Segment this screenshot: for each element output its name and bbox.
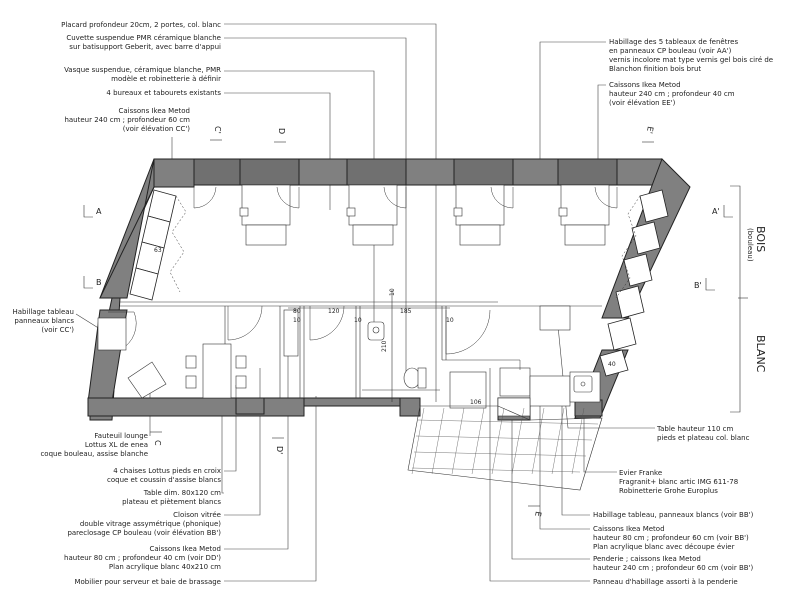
dim-80: 80 xyxy=(293,308,301,315)
dim-10a: 10 xyxy=(293,317,301,324)
annotations-left: Placard profondeur 20cm, 2 portes, col. … xyxy=(12,21,221,586)
label-panneau: Panneau d'habillage assorti à la penderi… xyxy=(593,578,738,586)
right-cabinets xyxy=(599,189,669,377)
zone-bois: BOIS xyxy=(754,226,767,252)
kitchen-area xyxy=(449,305,601,417)
dim-120: 120 xyxy=(328,308,340,315)
window-5 xyxy=(557,158,618,186)
lounge-armchair xyxy=(127,361,167,399)
section-a-prime: A' xyxy=(712,207,720,216)
label-vasque: Vasque suspendue, céramique blanche, PMR… xyxy=(64,66,221,83)
section-e-top: E' xyxy=(645,126,655,135)
partitions xyxy=(120,301,602,398)
dim-40: 40 xyxy=(608,361,616,368)
left-cabinets xyxy=(129,189,187,301)
section-e-bottom: E xyxy=(533,511,543,518)
dim-10v: 10 xyxy=(389,288,396,296)
section-c-top: C' xyxy=(213,126,222,134)
tiled-floor xyxy=(407,405,603,491)
dim-63: 63 xyxy=(154,247,162,254)
zone-bois-sub: (bouleau) xyxy=(746,228,754,262)
window-4 xyxy=(453,158,514,186)
wc-room xyxy=(362,321,440,391)
section-marks: A A' B B' C' C D D' E' E xyxy=(83,126,733,518)
zone-bracket: BOIS (bouleau) BLANC xyxy=(730,185,767,413)
dim-10c: 10 xyxy=(446,317,454,324)
window-swings xyxy=(193,186,618,209)
dimensions: 63 80 10 120 10 185 10 10 210 106 40 xyxy=(154,247,616,406)
dim-10b: 10 xyxy=(354,317,362,324)
label-mobilier: Mobilier pour serveur et baie de brassag… xyxy=(74,578,221,586)
meeting-area xyxy=(97,305,491,399)
window-3 xyxy=(346,158,407,186)
dim-106: 106 xyxy=(470,399,482,406)
label-bureaux: 4 bureaux et tabourets existants xyxy=(106,89,221,97)
label-placard: Placard profondeur 20cm, 2 portes, col. … xyxy=(61,21,221,29)
section-b: B xyxy=(96,278,102,287)
desks xyxy=(239,184,610,246)
meeting-table xyxy=(202,343,232,399)
zone-blanc: BLANC xyxy=(754,335,767,373)
section-d-top: D xyxy=(277,128,286,134)
window-2 xyxy=(239,158,300,186)
toilet xyxy=(403,367,421,389)
section-b-prime: B' xyxy=(694,281,702,290)
section-a: A xyxy=(96,207,102,216)
section-d-bottom: D' xyxy=(275,446,284,454)
section-c-bottom: C xyxy=(153,440,162,446)
dim-185: 185 xyxy=(400,308,412,315)
high-table xyxy=(539,305,571,331)
window-1 xyxy=(193,158,241,186)
dim-210: 210 xyxy=(381,340,388,352)
label-habillage-bb: Habillage tableau, panneaux blancs (voir… xyxy=(593,511,754,519)
